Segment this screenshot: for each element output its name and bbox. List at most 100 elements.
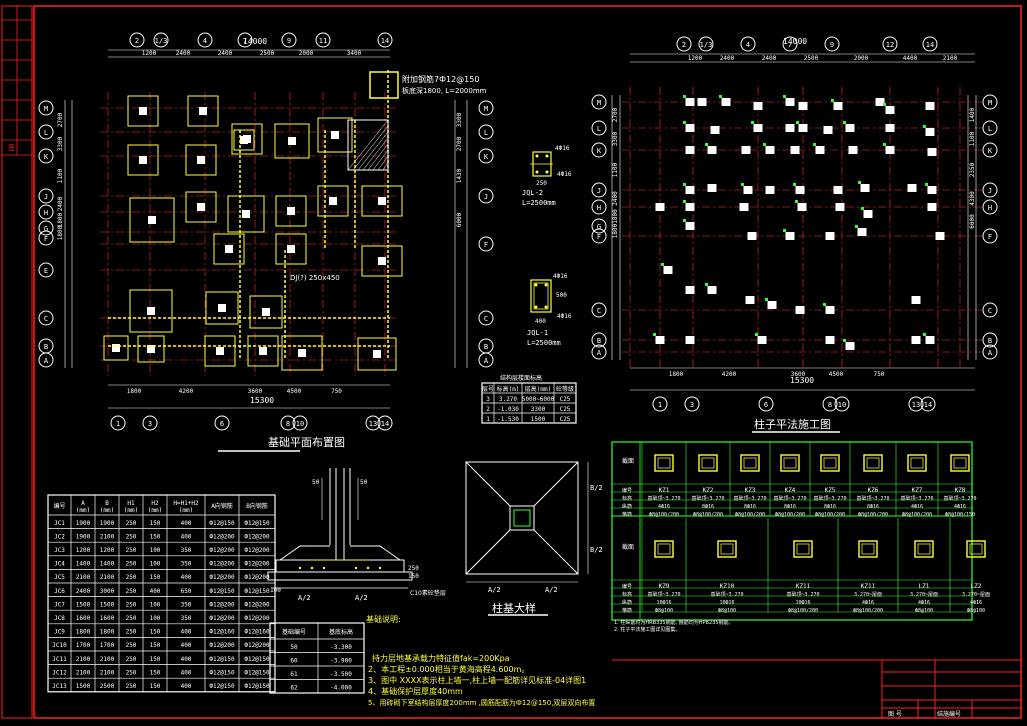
column <box>685 146 695 154</box>
axis-bottom-bubble <box>292 415 308 431</box>
table-cell: Ф12@200 <box>209 601 235 608</box>
column <box>747 232 757 240</box>
column <box>863 210 873 218</box>
table-cell: 250 <box>126 683 137 690</box>
column-name: KZ5 <box>825 487 836 494</box>
table-cell: 2400 <box>76 588 91 595</box>
column-stirrup <box>720 543 734 555</box>
schedule-row-label: 标高 <box>622 495 632 502</box>
column-stub <box>259 347 267 355</box>
column-tag <box>705 283 708 286</box>
table-cell: 1500 <box>76 601 91 608</box>
axis-top-bubble <box>197 32 213 48</box>
column <box>825 336 835 344</box>
column-level: 3.270~屋面 <box>910 592 938 598</box>
table-cell: -1.030 <box>497 406 519 413</box>
column-tag <box>925 183 928 186</box>
column-name: KZ3 <box>745 487 756 494</box>
table-cell: 250 <box>126 561 137 568</box>
axis-right-label: J <box>988 187 992 195</box>
axis-bottom-bubble <box>110 415 126 431</box>
axis-right-label: C <box>988 307 992 315</box>
table-cell: 250 <box>126 533 137 540</box>
column-tag <box>705 143 708 146</box>
axis-right-label: L <box>484 129 488 137</box>
table-cell: Ф12@200 <box>244 561 270 568</box>
pit <box>369 71 399 99</box>
section-dim-2: 250 <box>408 565 419 572</box>
table-cell: 3000 <box>100 588 115 595</box>
dim-top: 2100 <box>943 55 958 62</box>
column-bars: 8Ф16 <box>744 504 756 510</box>
column-stub <box>240 136 248 144</box>
dim-bottom: 4200 <box>722 371 737 378</box>
column-level: 基础顶~3.270 <box>943 495 976 502</box>
column <box>685 124 695 132</box>
table-header-cell: H=H1+H2 <box>173 500 199 507</box>
footing-pad <box>233 129 255 151</box>
dim-bottom: 4200 <box>179 388 194 395</box>
axis-top-label: 1/3 <box>155 37 168 45</box>
column <box>845 124 855 132</box>
column-tag <box>751 121 754 124</box>
table-cell: 250 <box>126 656 137 663</box>
schedule-row-label: 箍筋 <box>622 511 632 518</box>
column-section <box>914 540 934 558</box>
column-stub <box>331 131 339 139</box>
axis-bottom-label: 6 <box>220 420 224 428</box>
table-cell: 150 <box>150 574 161 581</box>
column-tag <box>843 121 846 124</box>
table-cell: 150 <box>150 642 161 649</box>
footing-pad <box>204 335 236 367</box>
table-cell: 350 <box>181 601 192 608</box>
axis-left-bubble <box>591 302 607 318</box>
column-bars: 4Ф16 <box>911 504 923 510</box>
table-cell: 150 <box>150 683 161 690</box>
dim-top: 2000 <box>854 55 869 62</box>
table-cell: 250 <box>126 601 137 608</box>
column <box>935 232 945 240</box>
axis-left-label: F <box>44 235 48 243</box>
column-stub <box>197 203 205 211</box>
axis-right-bubble <box>982 302 998 318</box>
axis-top-label: 4 <box>746 41 750 49</box>
axis-top-label: 11 <box>319 37 327 45</box>
axis-left-label: K <box>597 147 602 155</box>
column-name: LZ1 <box>919 583 930 590</box>
jql1-bar-top: 4Ф16 <box>553 273 568 280</box>
column-bars: 4Ф16 <box>658 504 670 510</box>
dim-left: 1800 <box>57 225 64 240</box>
dim-left: 3300 <box>57 136 64 151</box>
column <box>927 203 937 211</box>
axis-right-label: M <box>484 105 488 113</box>
table-cell: 3.270 <box>499 396 517 403</box>
column <box>790 146 800 154</box>
column-stirrup <box>657 543 671 555</box>
axis-right-label: H <box>988 204 992 212</box>
table-cell: JC3 <box>54 547 65 554</box>
table-cell: Ф12@150 <box>209 588 235 595</box>
axis-bottom-label: 14 <box>924 401 932 409</box>
table-header-cell: 层高(mm) <box>525 385 551 393</box>
column-section <box>793 540 813 558</box>
section-caption: C10素砼垫层 <box>410 589 446 597</box>
table-cell: 1600 <box>100 615 115 622</box>
axis-left-label: E <box>44 267 48 275</box>
table-header-cell: (mm) <box>124 507 138 514</box>
table-cell: Ф12@160 <box>209 629 235 636</box>
dim-bottom: 750 <box>331 388 342 395</box>
dim-top: 2400 <box>176 50 191 57</box>
table-cell: 250 <box>126 629 137 636</box>
table-cell: JC5 <box>54 574 65 581</box>
column <box>911 296 921 304</box>
column <box>685 186 695 194</box>
footing-pad <box>231 123 263 155</box>
dim-right: 2350 <box>969 162 976 177</box>
axis-bottom-bubble <box>652 396 668 412</box>
table-cell: 1500 <box>100 601 115 608</box>
dim-top: 4400 <box>903 55 918 62</box>
table-cell: 1900 <box>76 520 91 527</box>
table-cell: Ф12@160 <box>244 629 270 636</box>
axis-bottom-bubble <box>142 415 158 431</box>
